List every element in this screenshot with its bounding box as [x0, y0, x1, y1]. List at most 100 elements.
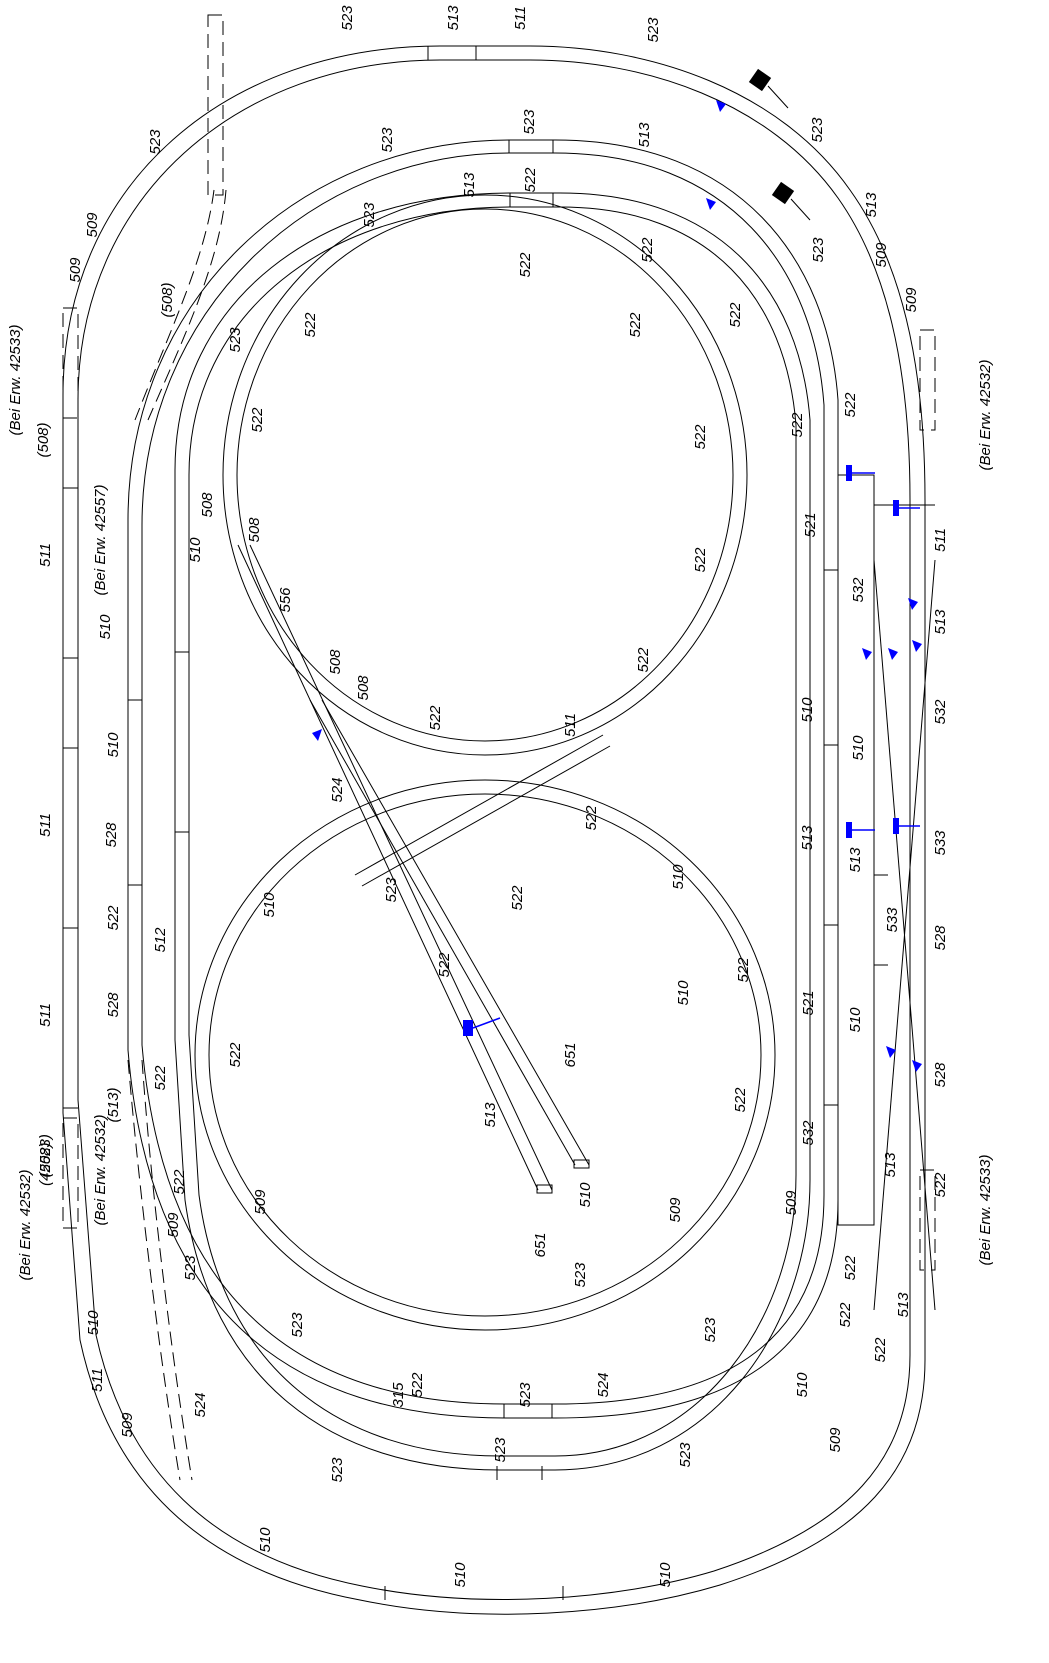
- track-label: 508: [327, 649, 344, 675]
- track-label: 513: [863, 192, 880, 218]
- track-label: 556: [277, 587, 294, 613]
- signal-icon: [716, 100, 726, 112]
- buffer-stops: [748, 68, 811, 221]
- track-label: 513: [882, 1152, 899, 1178]
- track-label: 510: [794, 1372, 811, 1398]
- track-label: 523: [361, 202, 378, 228]
- extension-boxes: [62, 14, 936, 1481]
- outer-loop: [62, 45, 926, 1615]
- track-label: 509: [827, 1427, 844, 1453]
- track-label: 508: [199, 492, 216, 518]
- signal-icon: [893, 818, 920, 834]
- track-label: 522: [171, 1169, 188, 1195]
- extension-note: (Bei Erw. 42533): [977, 1155, 994, 1266]
- track-label: 510: [97, 614, 114, 640]
- track-label: 510: [105, 732, 122, 758]
- track-label: 522: [249, 407, 266, 433]
- signal-icon: [706, 198, 716, 210]
- outer-dividers: [63, 46, 564, 1600]
- track-label: (513): [105, 1087, 122, 1122]
- track-label: 513: [895, 1292, 912, 1318]
- track-label: 523: [702, 1317, 719, 1343]
- extension-note: (Bei Erw. 42533): [7, 325, 24, 436]
- track-label: 523: [645, 17, 662, 43]
- buffer-stop-icon: [771, 181, 811, 221]
- track-label: 522: [152, 1065, 169, 1091]
- track-label: 522: [842, 1255, 859, 1281]
- track-label: 523: [289, 1312, 306, 1338]
- track-label: 522: [872, 1337, 889, 1363]
- track-label: 522: [732, 1087, 749, 1113]
- track-label: 523: [182, 1255, 199, 1281]
- track-label: 513: [799, 825, 816, 851]
- track-label: 509: [667, 1197, 684, 1223]
- track-label: 522: [522, 167, 539, 193]
- track-label: 513: [461, 172, 478, 198]
- track-label: 510: [670, 864, 687, 890]
- signal-icon: [312, 729, 322, 741]
- track-label: 315: [390, 1382, 407, 1408]
- signal-icon: [862, 648, 872, 660]
- track-label: 512: [152, 927, 169, 953]
- track-label: 524: [329, 777, 346, 802]
- track-label: 510: [850, 735, 867, 761]
- track-label: 509: [84, 212, 101, 238]
- track-label: 509: [165, 1212, 182, 1238]
- track-label: 511: [37, 543, 54, 567]
- track-label: 522: [436, 952, 453, 978]
- track-label: 522: [842, 392, 859, 418]
- track-label: 511: [37, 813, 54, 837]
- track-label: 522: [509, 885, 526, 911]
- track-label: 511: [89, 1368, 106, 1392]
- track-label: 509: [119, 1412, 136, 1438]
- track-label: 523: [329, 1457, 346, 1483]
- signals: [312, 100, 922, 1072]
- track-label: 528: [932, 925, 949, 951]
- track-label: 651: [562, 1042, 579, 1067]
- track-label: 522: [692, 547, 709, 573]
- track-label: 513: [482, 1102, 499, 1128]
- track-label: 523: [572, 1262, 589, 1288]
- signal-icon: [846, 465, 875, 481]
- track-label: 513: [847, 847, 864, 873]
- track-label: 510: [261, 892, 278, 918]
- track-label: 528: [105, 992, 122, 1018]
- track-label: 513: [445, 5, 462, 31]
- track-label: 522: [727, 302, 744, 328]
- track-label: 508: [355, 675, 372, 701]
- track-label: 532: [932, 699, 949, 725]
- extension-note: (Bei Erw. 42557): [92, 485, 109, 596]
- track-label: 509: [783, 1190, 800, 1216]
- track-label: 523: [147, 129, 164, 155]
- track-label: 533: [932, 830, 949, 856]
- track-label: 510: [577, 1182, 594, 1208]
- track-label: 508: [246, 517, 263, 543]
- track-label: 511: [37, 1003, 54, 1027]
- track-label: 522: [105, 905, 122, 931]
- signal-icon: [912, 640, 922, 652]
- track-label: 510: [257, 1527, 274, 1553]
- track-label: 510: [675, 980, 692, 1006]
- track-label: 510: [452, 1562, 469, 1588]
- middle-loop: [127, 139, 839, 1419]
- track-label: 513: [636, 122, 653, 148]
- track-label: 523: [517, 1382, 534, 1408]
- track-label: 523: [810, 237, 827, 263]
- figure-eight: [194, 194, 776, 1331]
- signal-icon: [908, 598, 918, 610]
- track-label: 533: [884, 907, 901, 933]
- track-label: 509: [252, 1189, 269, 1215]
- track-label: 510: [657, 1562, 674, 1588]
- track-label: 510: [799, 697, 816, 723]
- track-label: 528: [932, 1062, 949, 1088]
- track-label: 510: [847, 1007, 864, 1033]
- track-label: 524: [595, 1372, 612, 1397]
- track-label: 532: [800, 1120, 817, 1146]
- track-label: 523: [492, 1437, 509, 1463]
- signal-icon: [463, 1017, 501, 1036]
- track-label: 522: [789, 412, 806, 438]
- track-label: 523: [809, 117, 826, 143]
- inner-loop: [174, 192, 811, 1480]
- extension-note: (Bei Erw. 42532): [17, 1170, 34, 1281]
